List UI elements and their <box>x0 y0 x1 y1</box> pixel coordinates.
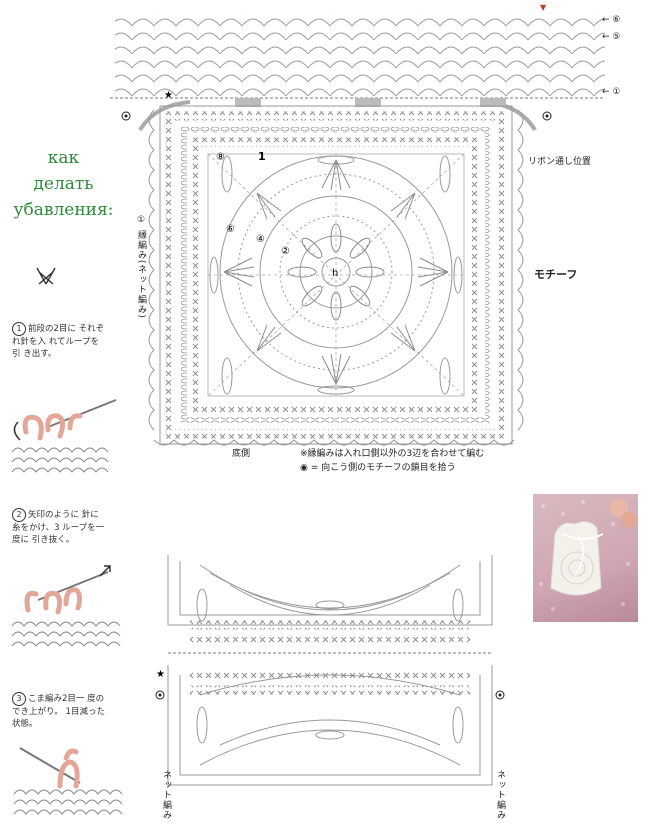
step-3-text: こま編み2目一 度のでき上がり。 1目減った状態。 <box>12 694 105 729</box>
title-line-1: как <box>47 148 80 168</box>
motif-chart: ★ ▼ <box>110 3 605 446</box>
motif-label: モチーフ <box>534 268 578 281</box>
net-label-left: ネット編み <box>161 770 171 820</box>
star-marker: ★ <box>164 90 173 101</box>
motif-round-6: ⑥ <box>226 224 235 235</box>
round-marker-5: ← ⑤ <box>602 32 621 42</box>
decrease-symbol-icon <box>36 267 56 285</box>
net-edging-label: ① 縁編み(ネット編み) <box>136 215 146 319</box>
motif-round-4: ④ <box>256 234 265 245</box>
finished-pouch-photo <box>533 494 638 622</box>
step-3-illustration <box>13 747 123 815</box>
decrease-title: как делать убавления: <box>6 145 121 223</box>
title-line-3: убавления: <box>13 200 114 220</box>
net-label-right: ネット編み <box>495 770 505 820</box>
net-edging <box>115 12 605 96</box>
step-2-number: 2 <box>12 508 26 522</box>
pouch-illustration <box>539 499 637 611</box>
step-2-text: 矢印のように 針に糸をかけ、3 ループを一度に 引き抜く。 <box>12 510 105 545</box>
motif-center: h <box>332 268 338 279</box>
step-1-illustration <box>11 399 117 473</box>
motif-round-8: ⑧ <box>216 152 225 163</box>
round-marker-6: ← ⑥ <box>602 15 621 25</box>
svg-text:▼: ▼ <box>540 3 547 12</box>
step-2-illustration <box>11 565 121 647</box>
title-line-2: делать <box>33 174 94 194</box>
join-note: ※縁編みは入れ口側以外の3辺を合わせて編む <box>300 449 485 459</box>
step-3-number: 3 <box>12 692 26 706</box>
step-1-number: 1 <box>12 322 26 336</box>
bottom-side-label: 底側 <box>232 449 251 459</box>
motif-round-1: 1 <box>258 150 266 163</box>
round-marker-1: ← ① <box>602 87 621 97</box>
motif-round-2: ② <box>281 246 290 257</box>
side-star-marker: ★ <box>156 669 165 680</box>
step-1-text: 前段の2目に それぞれ針を入 れてループを引 き出す。 <box>12 324 105 359</box>
side-chart: ★ <box>155 555 505 786</box>
ribbon-position-label: リボン通し位置 <box>528 157 592 167</box>
pick-note: ◉ = 向こう側のモチーフの鎖目を拾う <box>300 463 456 473</box>
